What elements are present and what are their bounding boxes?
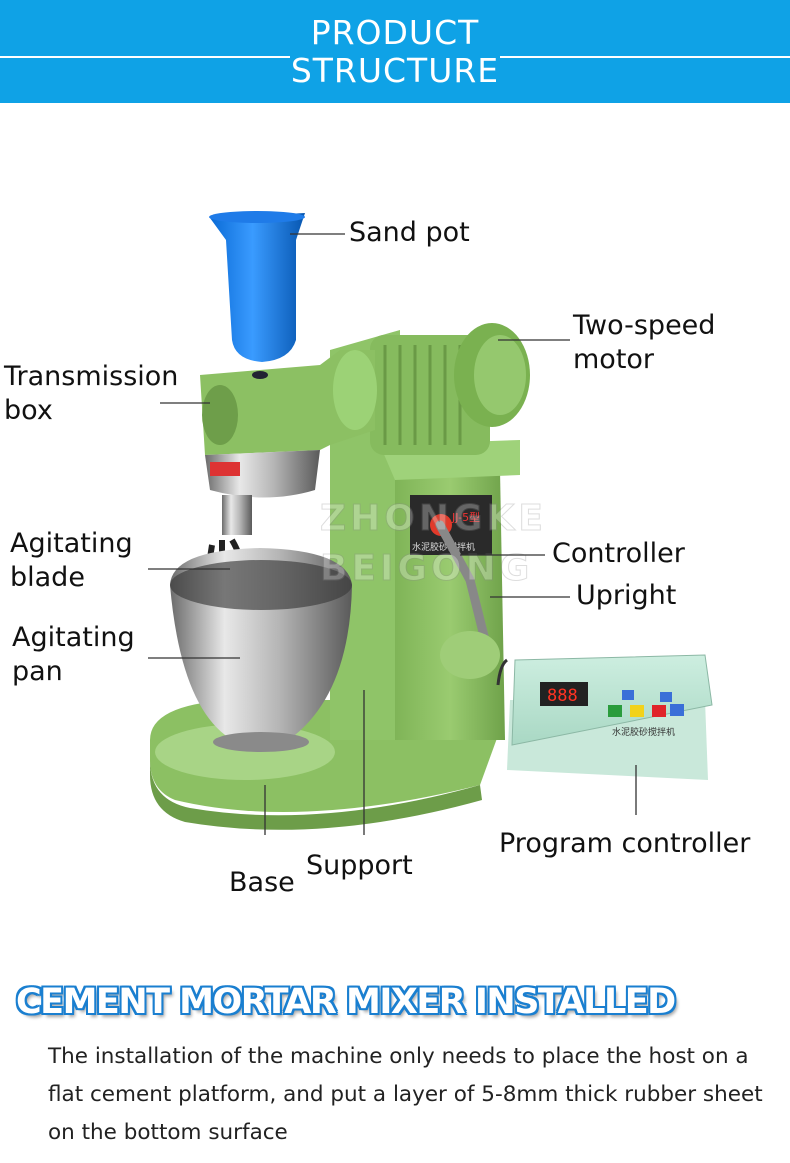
mortar-mixer-illustration: JJ-5型 水泥胶砂搅拌机 ZHONGKE BEIGONG 888 水泥胶砂搅拌… [148, 211, 713, 835]
label-upright: Upright [576, 580, 677, 611]
label-transmission-box: Transmission box [4, 361, 179, 426]
label-two-speed-motor: Two-speed motor [573, 310, 716, 375]
program-controller-part: 888 水泥胶砂搅拌机 [496, 654, 713, 780]
two-speed-motor-part [370, 323, 530, 455]
controller-part: JJ-5型 水泥胶砂搅拌机 [410, 495, 500, 679]
label-base: Base [229, 867, 295, 898]
leader-lines [148, 233, 637, 835]
label-program-controller: Program controller [499, 828, 751, 859]
program-controller-display: 888 [547, 686, 578, 706]
install-description: The installation of the machine only nee… [48, 1044, 763, 1145]
label-controller: Controller [552, 538, 685, 569]
watermark-line2: BEIGONG [320, 548, 533, 589]
header-title: PRODUCT STRUCTURE [0, 14, 790, 90]
label-support: Support [306, 850, 413, 881]
watermark-line1: ZHONGKE [320, 498, 547, 539]
controller-model-tag: JJ-5型 [451, 510, 480, 524]
sand-pot-part [209, 211, 305, 362]
install-title: CEMENT MORTAR MIXER INSTALLED [16, 982, 676, 1022]
svg-text:水泥胶砂搅拌机: 水泥胶砂搅拌机 [612, 726, 675, 738]
transmission-box-part [200, 350, 377, 455]
header-title-line1: PRODUCT [290, 14, 500, 52]
label-agitating-blade: Agitating blade [10, 528, 133, 593]
label-agitating-pan: Agitating pan [12, 622, 135, 687]
header-banner: PRODUCT STRUCTURE [0, 0, 790, 103]
header-title-line2: STRUCTURE [290, 51, 500, 90]
controller-panel-text: 水泥胶砂搅拌机 [412, 541, 475, 553]
label-sand-pot: Sand pot [349, 217, 470, 248]
mixer-head [205, 450, 320, 535]
agitating-pan-part [170, 548, 352, 752]
